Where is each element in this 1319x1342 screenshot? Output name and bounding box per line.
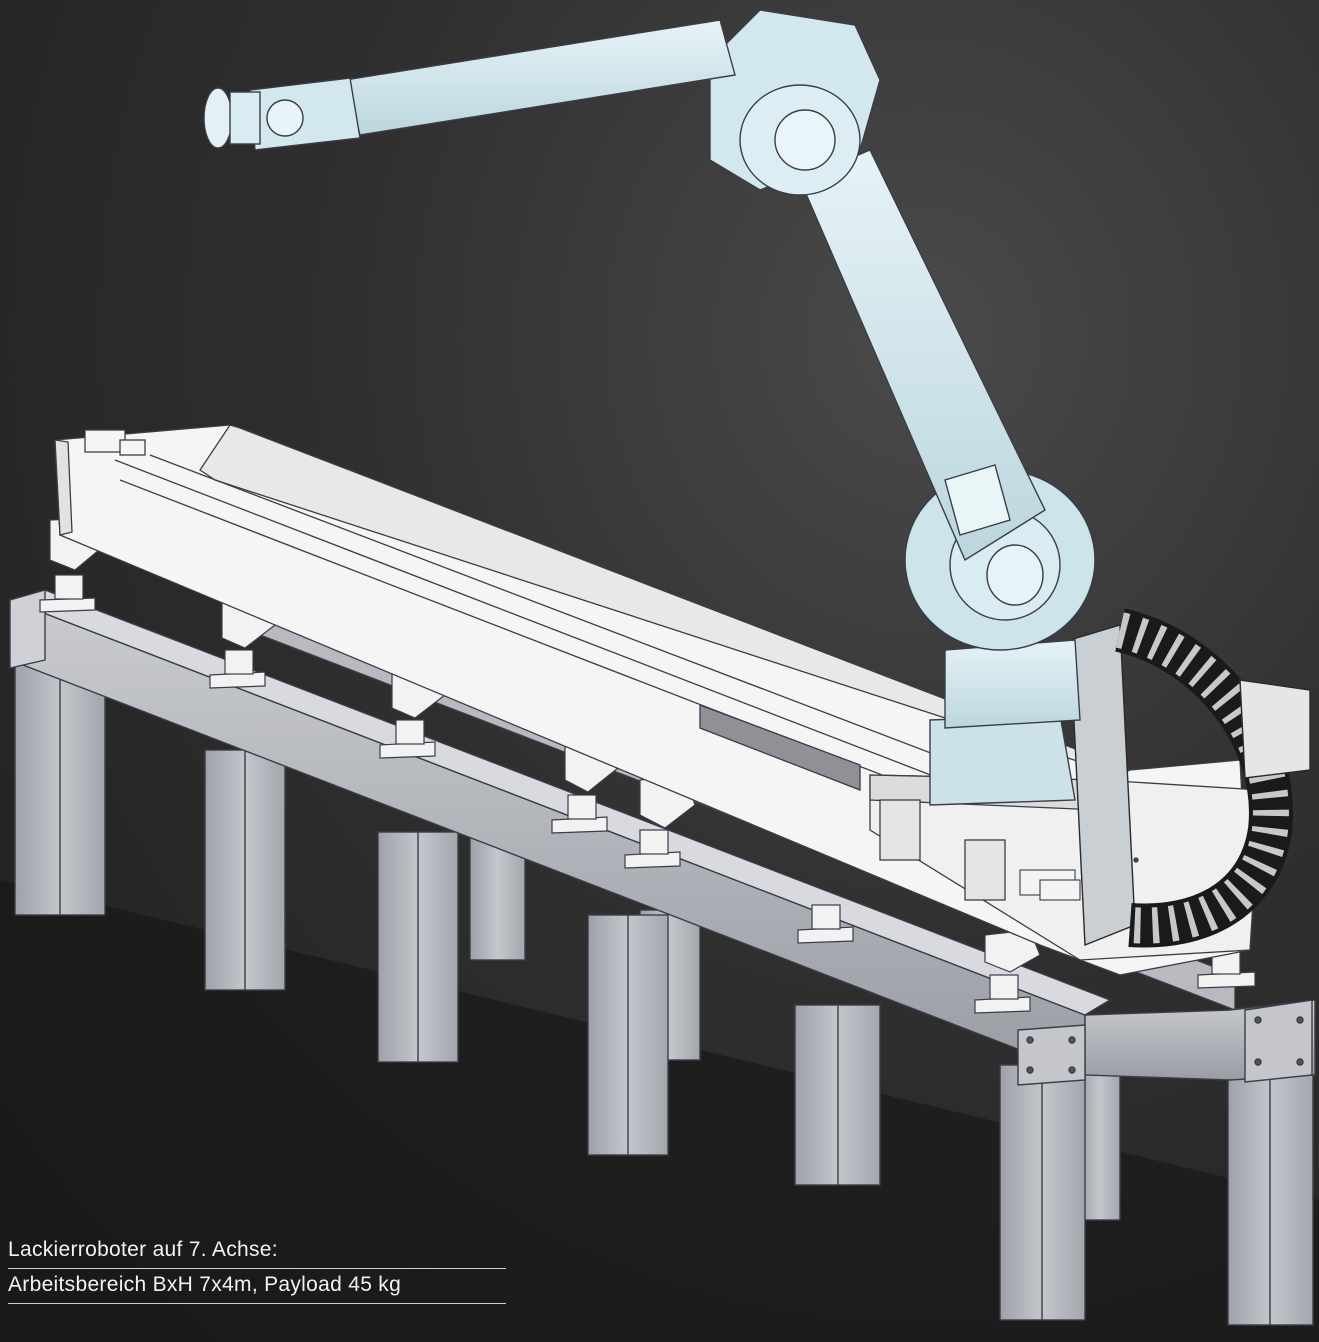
cable-chain xyxy=(1069,608,1311,948)
robot-arm xyxy=(203,9,1096,806)
caption-line-specs: Arbeitsbereich BxH 7x4m, Payload 45 kg xyxy=(8,1269,506,1304)
image-caption: Lackierroboter auf 7. Achse: Arbeitsbere… xyxy=(8,1234,506,1304)
rail-details xyxy=(1019,869,1081,901)
caption-line-title: Lackierroboter auf 7. Achse: xyxy=(8,1234,506,1269)
